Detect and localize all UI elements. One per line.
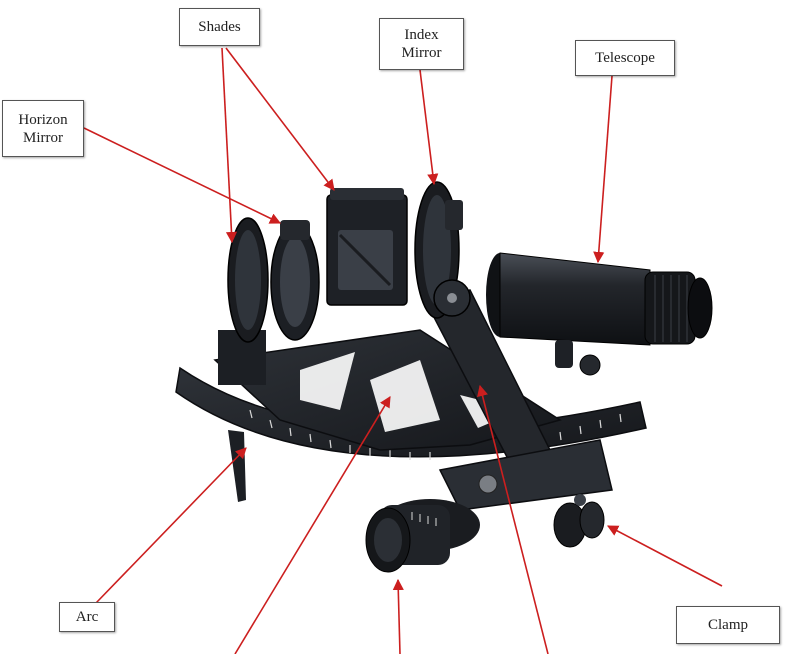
arrow-horizon-mirror — [83, 127, 282, 224]
annotation-arrows — [83, 47, 723, 654]
arrow-telescope — [593, 75, 613, 264]
arrow-frame — [234, 396, 391, 654]
label-telescope: Telescope — [575, 40, 675, 76]
arrow-shades-2 — [225, 47, 335, 191]
arrow-index-mirror — [419, 69, 439, 186]
handle-leg — [228, 430, 246, 502]
horizon-mirror-assembly — [218, 217, 320, 385]
frame-cutout-1 — [300, 352, 355, 410]
frame-cutout-2 — [370, 360, 440, 432]
micrometer-drum — [365, 499, 480, 573]
clamp-mechanism — [553, 494, 605, 548]
vernier-head — [438, 439, 613, 511]
arrow-arc — [95, 447, 247, 604]
label-horizon-mirror: Horizon Mirror — [2, 100, 84, 157]
arrow-clamp — [607, 525, 723, 587]
vernier-screw — [478, 474, 498, 494]
arrow-index-arm — [477, 384, 549, 654]
sextant-instrument — [175, 181, 713, 573]
arc-scale-marks — [249, 409, 622, 460]
label-index-mirror: Index Mirror — [379, 18, 464, 70]
arrow-shades-1 — [221, 47, 238, 244]
shades-assembly — [326, 188, 408, 306]
label-shades: Shades — [179, 8, 260, 46]
arrow-micrometer — [392, 578, 404, 654]
label-clamp: Clamp — [676, 606, 780, 644]
label-arc: Arc — [59, 602, 115, 632]
telescope-body — [486, 252, 713, 376]
